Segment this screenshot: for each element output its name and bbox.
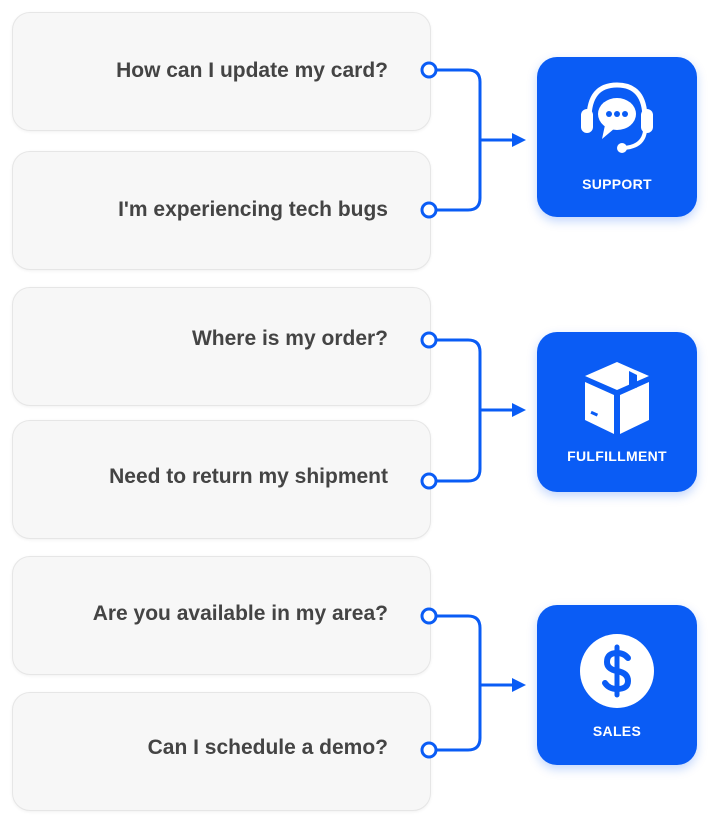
department-label: FULFILLMENT [567, 448, 667, 464]
question-label: Need to return my shipment [109, 465, 388, 488]
package-box-icon [585, 362, 649, 434]
question-label: How can I update my card? [116, 59, 388, 82]
connector-bracket-support [435, 68, 482, 212]
question-label: Can I schedule a demo? [147, 736, 388, 759]
dollar-coin-icon [580, 634, 654, 708]
connector-bracket-fulfillment [435, 338, 482, 483]
question-card-availability: Are you available in my area? [12, 556, 431, 675]
question-card-return-shipment: Need to return my shipment [12, 420, 431, 539]
department-support: SUPPORT [537, 57, 697, 217]
arrowhead-support [512, 133, 526, 147]
question-card-update-card: How can I update my card? [12, 12, 431, 131]
question-card-tech-bugs: I'm experiencing tech bugs [12, 151, 431, 270]
question-card-order-status: Where is my order? [12, 287, 431, 406]
department-fulfillment: FULFILLMENT [537, 332, 697, 492]
headset-chat-icon [581, 82, 653, 153]
arrowhead-fulfillment [512, 403, 526, 417]
question-label: Where is my order? [191, 327, 388, 350]
question-card-schedule-demo: Can I schedule a demo? [12, 692, 431, 811]
department-label: SUPPORT [582, 176, 652, 192]
arrowhead-sales [512, 678, 526, 692]
department-sales: SALES [537, 605, 697, 765]
question-label: I'm experiencing tech bugs [118, 198, 388, 221]
department-label: SALES [592, 723, 642, 739]
question-label: Are you available in my area? [92, 602, 388, 625]
connector-bracket-sales [435, 614, 482, 752]
